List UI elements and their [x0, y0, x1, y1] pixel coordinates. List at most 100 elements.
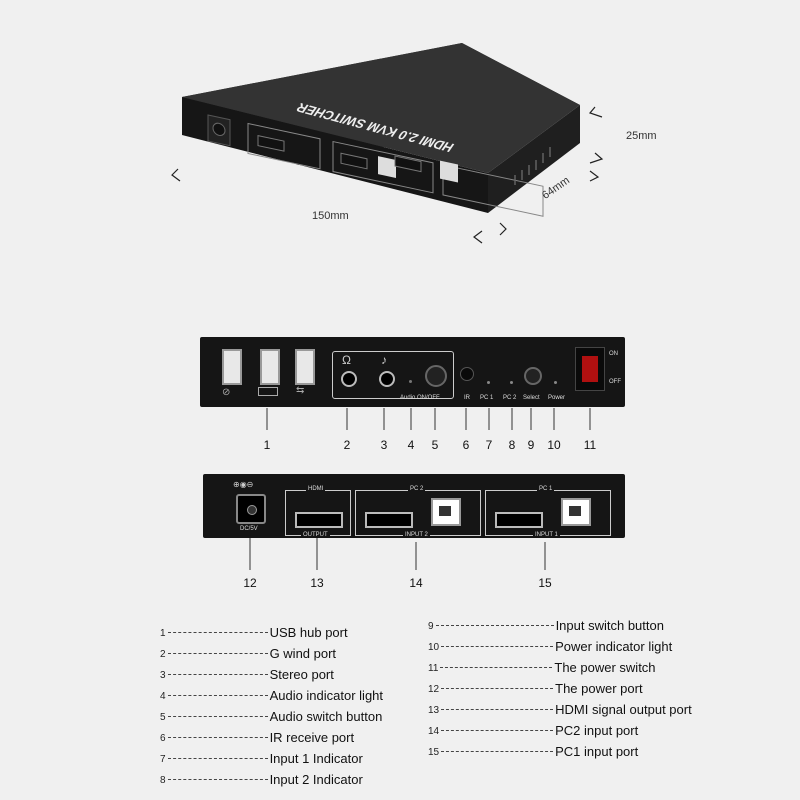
dc-symbol-icon: ⊕◉⊖	[233, 480, 254, 489]
legend-text: Audio indicator light	[269, 688, 384, 704]
hdmi-label: HDMI	[306, 486, 326, 492]
legend-num: 6	[160, 733, 166, 744]
legend-num: 2	[160, 649, 166, 660]
callout-2: 2	[343, 438, 351, 452]
ir-receive-port	[460, 367, 474, 381]
pc2-rear-label: PC 2	[408, 486, 426, 492]
audio-group-frame	[332, 351, 454, 399]
legend-num: 14	[428, 726, 440, 737]
legend-item: 7 Input 1 Indicator	[160, 750, 363, 766]
audio-switch-button[interactable]	[425, 365, 447, 387]
pc2-hdmi-port	[365, 512, 413, 528]
legend-text: PC1 input port	[555, 744, 639, 760]
callout-11: 11	[583, 438, 597, 452]
input2-label: INPUT 2	[403, 532, 430, 538]
ir-label: IR	[464, 395, 470, 401]
legend-item: 5 Audio switch button	[160, 708, 382, 724]
rear-panel: ⊕◉⊖ DC/5V HDMI OUTPUT PC 2 INPUT 2 PC 1 …	[203, 474, 625, 538]
front-panel: ⊘ ⇆ Ω ♪ Audio ON/OFF IR PC 1 PC 2 Select…	[200, 337, 625, 407]
callout-10: 10	[547, 438, 561, 452]
usb-b-inner	[569, 506, 581, 516]
microphone-jack	[379, 371, 395, 387]
legend-text: Input 1 Indicator	[269, 751, 363, 767]
legend-num: 3	[160, 670, 166, 681]
pc1-indicator	[487, 381, 490, 384]
power-indicator-light	[554, 381, 557, 384]
pc2-label: PC 2	[503, 395, 517, 401]
legend-item: 9 Input switch button	[428, 617, 664, 633]
legend-num: 13	[428, 705, 440, 716]
callout-9: 9	[527, 438, 535, 452]
usb-hub-port-2	[260, 349, 280, 385]
power-switch-rocker	[582, 356, 598, 382]
hdmi-output-port	[295, 512, 343, 528]
legend-num: 5	[160, 712, 166, 723]
legend-text: Power indicator light	[555, 639, 673, 655]
dc-label: DC/5V	[240, 526, 258, 532]
callout-3: 3	[380, 438, 388, 452]
output-label: OUTPUT	[301, 532, 330, 538]
microphone-icon: ♪	[381, 353, 387, 367]
callout-1: 1	[263, 438, 271, 452]
input-switch-button[interactable]	[524, 367, 542, 385]
pc1-usb-b-port	[561, 498, 591, 526]
height-dimension-label: 25mm	[626, 130, 657, 142]
legend-item: 13 HDMI signal output port	[428, 701, 692, 717]
legend-num: 12	[428, 684, 440, 695]
callout-14: 14	[409, 576, 423, 590]
pc1-label: PC 1	[480, 395, 494, 401]
callout-15: 15	[538, 576, 552, 590]
legend-num: 15	[428, 747, 440, 758]
legend-text: USB hub port	[269, 625, 348, 641]
callout-5: 5	[431, 438, 439, 452]
pc1-rear-label: PC 1	[537, 486, 555, 492]
legend-item: 3 Stereo port	[160, 666, 334, 682]
legend-num: 4	[160, 691, 166, 702]
legend-item: 6 IR receive port	[160, 729, 354, 745]
legend-item: 1 USB hub port	[160, 624, 348, 640]
usb-icon: ⇆	[296, 385, 305, 396]
legend-text: The power port	[555, 681, 643, 697]
legend-text: Input switch button	[555, 618, 664, 634]
select-label: Select	[523, 395, 540, 401]
usb-hub-port-3	[295, 349, 315, 385]
kvm-switch-illustration: HDMI 2.0 KVM SWITCHER	[171, 43, 604, 244]
legend-item: 10 Power indicator light	[428, 638, 672, 654]
callout-13: 13	[310, 576, 324, 590]
legend-num: 11	[428, 663, 439, 674]
legend-text: G wind port	[269, 646, 337, 662]
legend-text: Input 2 Indicator	[269, 772, 363, 788]
audio-onoff-label: Audio ON/OFF	[400, 395, 440, 401]
input1-label: INPUT 1	[533, 532, 560, 538]
legend-num: 10	[428, 642, 440, 653]
legend-text: Audio switch button	[269, 709, 383, 725]
off-label: OFF	[609, 379, 621, 385]
keyboard-icon	[258, 387, 278, 396]
width-dimension-label: 150mm	[312, 210, 349, 222]
legend-text: HDMI signal output port	[555, 702, 692, 718]
power-label: Power	[548, 395, 566, 401]
usb-hub-port-1	[222, 349, 242, 385]
power-switch[interactable]	[575, 347, 605, 391]
product-3d-view: HDMI 2.0 KVM SWITCHER	[170, 35, 630, 255]
usb-b-inner	[439, 506, 451, 516]
legend-item: 12 The power port	[428, 680, 643, 696]
legend-num: 7	[160, 754, 166, 765]
legend-text: IR receive port	[269, 730, 355, 746]
legend-item: 2 G wind port	[160, 645, 336, 661]
dc-power-port	[236, 494, 266, 524]
legend-text: The power switch	[554, 660, 656, 676]
pc2-indicator	[510, 381, 513, 384]
legend-text: Stereo port	[269, 667, 334, 683]
pc2-usb-b-port	[431, 498, 461, 526]
pc1-hdmi-port	[495, 512, 543, 528]
legend-num: 1	[160, 628, 166, 639]
callout-4: 4	[407, 438, 415, 452]
legend-item: 15 PC1 input port	[428, 743, 638, 759]
on-label: ON	[609, 351, 618, 357]
legend-num: 9	[428, 621, 434, 632]
headphone-icon: Ω	[342, 353, 351, 367]
callout-7: 7	[485, 438, 493, 452]
